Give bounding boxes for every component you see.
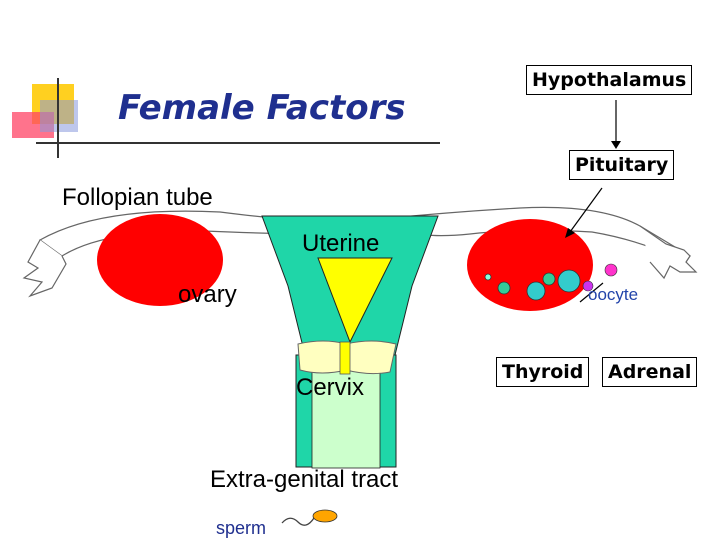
left-ovary — [97, 214, 223, 306]
uterine-cavity — [317, 257, 393, 344]
oocyte-2 — [582, 280, 594, 292]
follopian-tube-label: Follopian tube — [62, 184, 213, 211]
hypothalamus-box: Hypothalamus — [526, 65, 693, 95]
arrows — [565, 100, 621, 303]
vagina-inner — [311, 361, 381, 469]
adrenal-box: Adrenal — [602, 357, 698, 387]
pituitary-box: Pituitary — [569, 150, 675, 180]
slide-title: Female Factors — [118, 88, 406, 128]
left-fimbriae — [22, 239, 67, 298]
right-fimbriae — [639, 225, 698, 280]
follicles — [484, 269, 581, 301]
cervical-canal — [339, 341, 351, 375]
oocyte-label: oocyte — [588, 285, 639, 304]
sperm-icon — [281, 509, 338, 526]
slide-corner-decoration — [12, 78, 440, 158]
uterine-label: Uterine — [302, 230, 380, 257]
sperm-label: sperm — [216, 518, 267, 538]
ovary-label: ovary — [178, 281, 237, 308]
cervix-label: Cervix — [296, 374, 365, 401]
extra-genital-tract-label: Extra-genital tract — [210, 466, 399, 493]
thyroid-box: Thyroid — [496, 357, 590, 387]
oocyte-1 — [604, 263, 618, 277]
